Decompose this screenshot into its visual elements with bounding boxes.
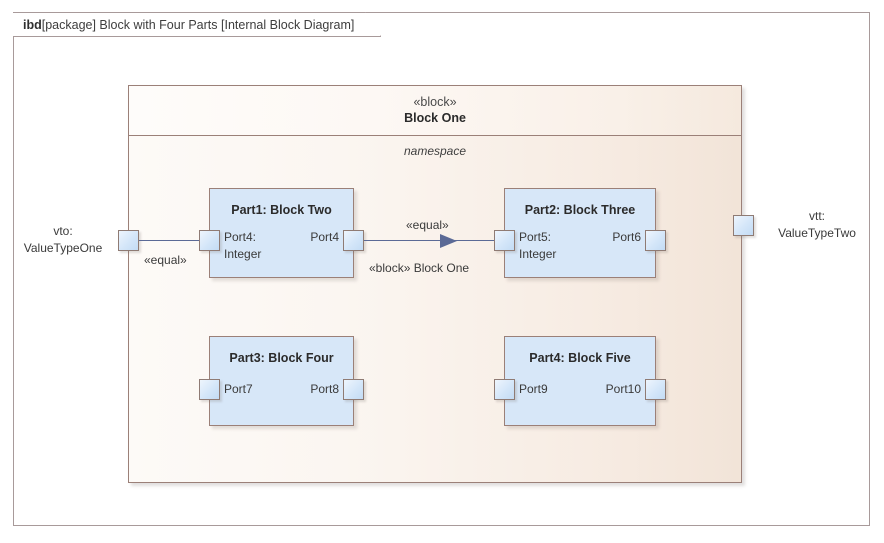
diagram-title-label: [package] Block with Four Parts [Interna… [41,17,355,32]
connector-part1-part2-label-below: «block» Block One [369,261,470,275]
part3-left-port-label: Port7 [224,382,253,396]
connector-part1-part2[interactable] [364,240,494,241]
part2-left-port-label: Port5: Integer [519,230,557,261]
part-block-part3[interactable]: Part3: Block Four Port7 Port8 [209,336,354,426]
part4-left-port-label: Port9 [519,382,548,396]
part1-title: Part1: Block Two [231,203,332,217]
part-block-part4[interactable]: Part4: Block Five Port9 Port10 [504,336,656,426]
block-one-right-boundary-port[interactable] [733,215,754,236]
block-one-name: Block One [404,111,466,125]
part3-right-port[interactable] [343,379,364,400]
block-one-header: «block» Block One [129,86,741,136]
part1-right-port[interactable] [343,230,364,251]
diagram-frame-header: ibd[package] Block with Four Parts [Inte… [13,12,381,37]
part3-title: Part3: Block Four [229,351,334,365]
part4-title: Part4: Block Five [529,351,631,365]
part2-left-port[interactable] [494,230,515,251]
value-property-vto-label: vto: ValueTypeOne [23,224,103,255]
part2-right-port-label: Port6 [612,230,641,244]
part2-right-port[interactable] [645,230,666,251]
connector-part1-part2-label-above: «equal» [406,218,449,232]
part-block-part1[interactable]: Part1: Block Two Port4: Integer Port4 [209,188,354,278]
part2-title: Part2: Block Three [524,203,636,217]
part4-right-port[interactable] [645,379,666,400]
part3-right-port-label: Port8 [310,382,339,396]
block-one-compartment-label: namespace [403,144,467,158]
connector-left-external[interactable] [139,240,199,241]
part1-left-port-label: Port4: Integer [224,230,262,261]
connector-left-external-label: «equal» [144,253,187,267]
connector-arrowhead-icon [440,234,457,248]
value-property-vtt-label: vtt: ValueTypeTwo [778,209,856,240]
block-one-stereotype: «block» [413,95,457,109]
diagram-kind-label: ibd [23,17,42,32]
part1-left-port[interactable] [199,230,220,251]
part3-left-port[interactable] [199,379,220,400]
part-block-part2[interactable]: Part2: Block Three Port5: Integer Port6 [504,188,656,278]
part4-right-port-label: Port10 [605,382,641,396]
block-one-left-boundary-port[interactable] [118,230,139,251]
part1-right-port-label: Port4 [310,230,339,244]
part4-left-port[interactable] [494,379,515,400]
